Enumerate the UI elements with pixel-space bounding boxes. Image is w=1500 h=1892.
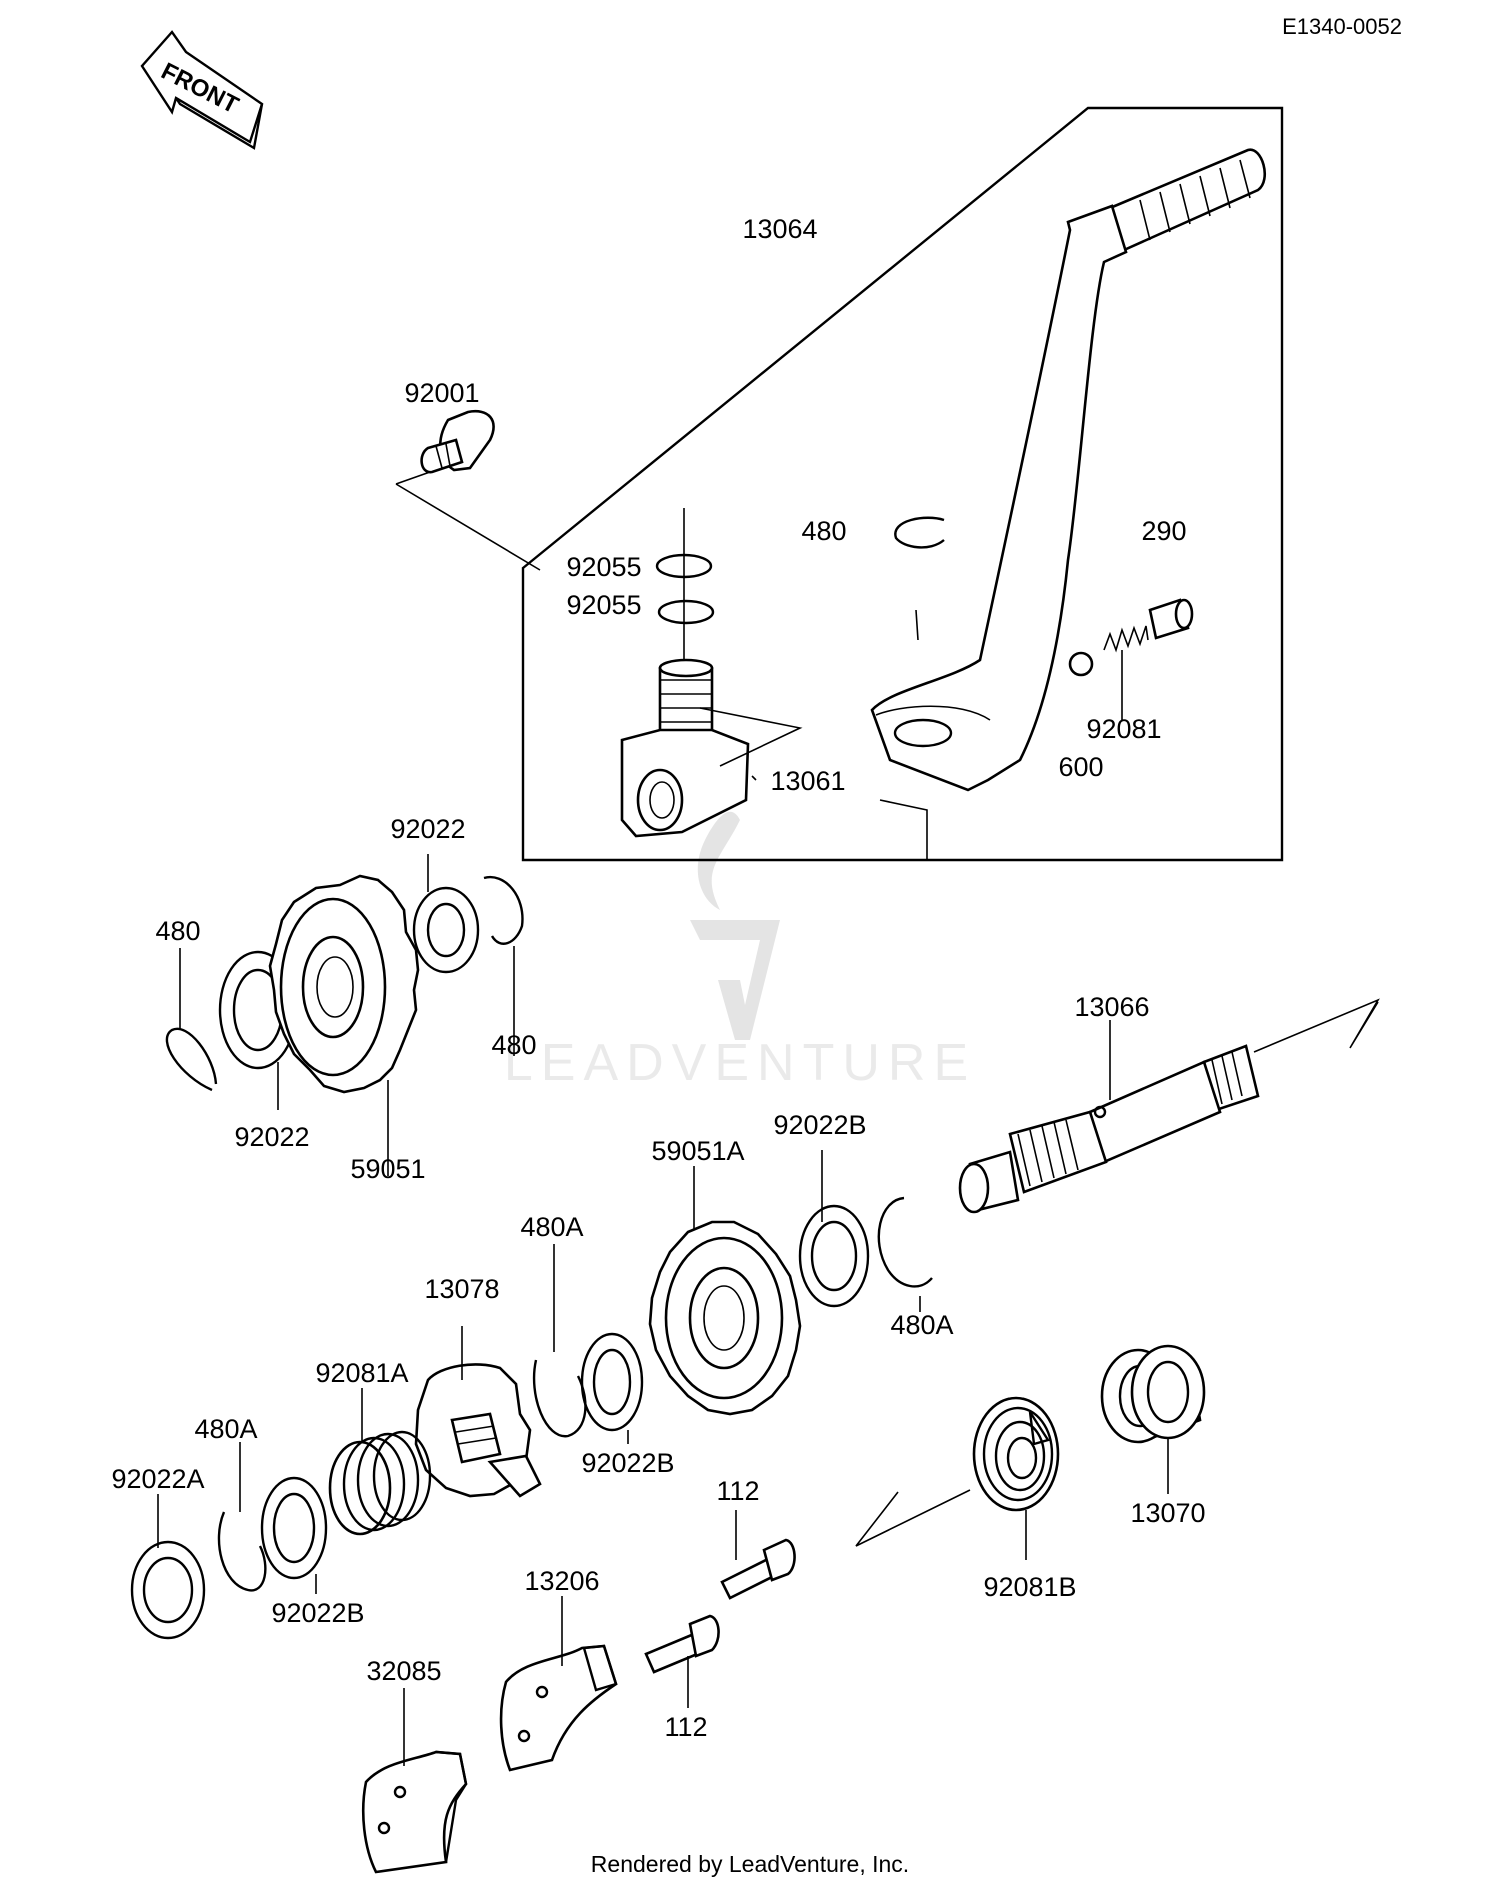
ball-600 (1068, 651, 1094, 677)
callout-480-upper: 480 (801, 516, 846, 546)
callout-480-left: 480 (155, 916, 200, 946)
callout-480a-lower: 480A (194, 1414, 257, 1444)
callout-480-right: 480 (491, 1030, 536, 1060)
plate-32085 (361, 1750, 468, 1874)
footer-credit: Rendered by LeadVenture, Inc. (591, 1851, 909, 1877)
callout-480a-top: 480A (520, 1212, 583, 1242)
washer-92022a (130, 1540, 206, 1640)
callout-600: 600 (1058, 752, 1103, 782)
clip-480a-right (877, 1196, 933, 1288)
clip-480a-middle (532, 1359, 587, 1438)
bolt-112-lower (644, 1614, 720, 1674)
ratchet-13078 (414, 1363, 542, 1498)
callout-480a-right: 480A (890, 1310, 953, 1340)
washer-92022b-middle (580, 1332, 644, 1432)
callout-112-lower: 112 (664, 1712, 707, 1742)
spring-92081 (1103, 625, 1149, 653)
callout-59051a: 59051A (651, 1136, 744, 1166)
clip-480-right (483, 875, 524, 945)
spring-92081a (328, 1430, 432, 1536)
diagram-code: E1340-0052 (1282, 14, 1402, 39)
callout-112-upper: 112 (716, 1476, 759, 1506)
callout-13070: 13070 (1130, 1498, 1205, 1528)
callout-92022a: 92022A (111, 1464, 204, 1494)
collar-13070 (1100, 1344, 1206, 1444)
callout-92001: 92001 (404, 378, 479, 408)
watermark-logo: LEADVENTURE (504, 811, 976, 1092)
watermark-text: LEADVENTURE (504, 1034, 976, 1092)
callout-13061: 13061 (770, 766, 845, 796)
bolt-92001 (420, 409, 495, 474)
clip-480-upper (894, 516, 945, 549)
ring-92055-lower (657, 599, 715, 625)
cap-290 (1148, 598, 1194, 640)
bolt-112-upper (720, 1538, 796, 1600)
gear-59051a (648, 1220, 802, 1416)
front-arrow-icon: FRONT (140, 30, 264, 150)
callout-labels: 13064 92001 480 290 92055 92055 92081 60… (111, 214, 1205, 1742)
callout-92055-a: 92055 (566, 552, 641, 582)
gear-59051 (268, 874, 420, 1094)
washer-92022b-upper (798, 1204, 870, 1308)
callout-290: 290 (1141, 516, 1186, 546)
pedal-boss-13061 (620, 658, 750, 838)
callout-92022-left: 92022 (234, 1122, 309, 1152)
callout-13064: 13064 (742, 214, 817, 244)
callout-92055-b: 92055 (566, 590, 641, 620)
callout-32085: 32085 (366, 1656, 441, 1686)
spring-92081b (972, 1396, 1060, 1512)
washer-92022-right (412, 886, 480, 974)
callout-92022b-middle: 92022B (581, 1448, 674, 1478)
callout-92081: 92081 (1086, 714, 1161, 744)
plate-13206 (499, 1644, 618, 1772)
callout-92081b: 92081B (983, 1572, 1076, 1602)
callout-92022b-lower: 92022B (271, 1598, 364, 1628)
callout-92022b-upper: 92022B (773, 1110, 866, 1140)
kick-shaft-13066 (958, 1044, 1260, 1214)
callout-92081a: 92081A (315, 1358, 408, 1388)
washer-92022b-lower (260, 1476, 328, 1580)
kick-pedal-group-outline (521, 106, 1284, 862)
clip-480a-lower (217, 1511, 267, 1592)
callout-13206: 13206 (524, 1566, 599, 1596)
callout-59051: 59051 (350, 1154, 425, 1184)
kick-pedal-arm (870, 148, 1267, 792)
callout-13066: 13066 (1074, 992, 1149, 1022)
callout-13078: 13078 (424, 1274, 499, 1304)
clip-480-left (165, 1027, 218, 1092)
callout-92022-right: 92022 (390, 814, 465, 844)
